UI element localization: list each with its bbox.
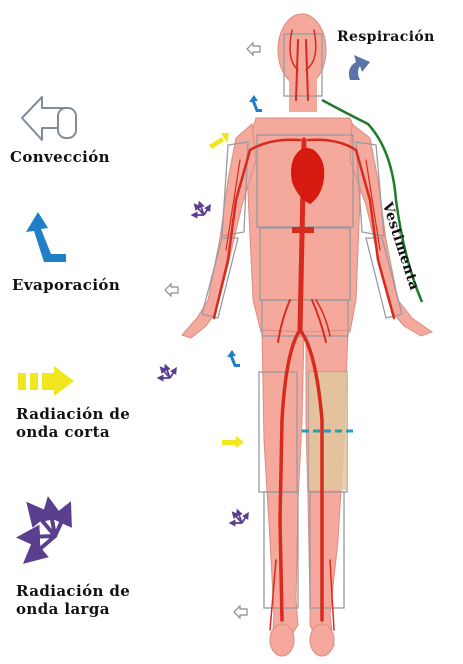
convection-icon bbox=[22, 97, 76, 140]
small-longwave-icon bbox=[194, 204, 209, 215]
diaphragm-band bbox=[292, 227, 314, 233]
longwave-label-line1: Radiación de bbox=[16, 582, 130, 600]
small-convection-icon bbox=[247, 43, 260, 55]
evaporation-icon bbox=[26, 212, 66, 262]
small-shortwave-icon bbox=[209, 133, 229, 149]
shortwave-label-line1: Radiación de bbox=[16, 405, 130, 423]
small-shortwave-icon bbox=[222, 436, 244, 448]
shortwave-radiation-icon bbox=[18, 366, 74, 396]
shortwave-label-line2: onda corta bbox=[16, 423, 110, 441]
small-convection-icon bbox=[165, 284, 178, 296]
longwave-radiation-icon bbox=[28, 508, 66, 556]
small-longwave-icon bbox=[232, 512, 247, 523]
respiration-icon bbox=[349, 55, 370, 80]
small-evaporation-icon bbox=[249, 95, 262, 112]
small-evaporation-icon bbox=[227, 350, 240, 367]
convection-label: Convección bbox=[10, 148, 110, 166]
evaporation-label: Evaporación bbox=[12, 276, 120, 294]
small-longwave-icon bbox=[160, 367, 175, 378]
longwave-label-line2: onda larga bbox=[16, 600, 110, 618]
human-body bbox=[182, 14, 432, 656]
small-convection-icon bbox=[234, 606, 247, 618]
respiration-label: Respiración bbox=[337, 28, 435, 46]
